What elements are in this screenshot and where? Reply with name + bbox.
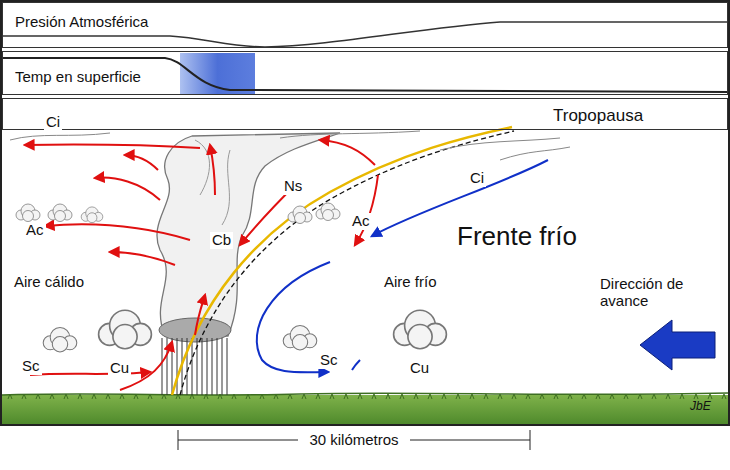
ground <box>2 395 728 424</box>
cloud-label: Cu <box>408 360 431 377</box>
band-title: Tropopausa <box>551 106 645 126</box>
cloud-label: Ns <box>282 178 304 195</box>
cloud-label: Ac <box>350 213 372 230</box>
chart-band: Temp en superficie <box>2 51 728 95</box>
cloud-label: Sc <box>20 358 42 375</box>
band-title: Presión Atmosférica <box>13 13 150 30</box>
small-cloud <box>99 310 152 349</box>
dimension-label: 30 kilómetros <box>307 432 400 449</box>
air-mass-label: Aire frío <box>382 274 439 291</box>
warm-air-arrows <box>25 140 378 390</box>
band-title: Temp en superficie <box>13 68 143 85</box>
small-cloud <box>16 204 40 222</box>
cloud-label: Ac <box>24 222 46 239</box>
direction-label: Dirección de avance <box>598 276 712 309</box>
small-cloud <box>48 204 72 222</box>
cumulonimbus-cloud <box>157 133 340 336</box>
front-surface <box>172 127 512 395</box>
small-cloud <box>43 327 77 352</box>
cloud-label: Cu <box>108 360 131 377</box>
air-mass-label: Aire cálido <box>12 274 86 291</box>
chart-band: Tropopausa <box>2 98 728 130</box>
cold-air-arrows <box>257 160 548 372</box>
advance-arrow <box>640 320 715 370</box>
cloud-label: Cb <box>210 232 233 249</box>
chart-band: Presión Atmosférica <box>2 2 728 48</box>
cirrus-wisps <box>10 131 570 160</box>
small-cloud <box>288 206 312 224</box>
signature: JbE <box>688 400 713 413</box>
small-cloud <box>394 310 447 349</box>
dimension-line <box>178 430 530 450</box>
cloud-label: Ci <box>44 114 62 131</box>
temperature-curve <box>2 58 728 92</box>
cloud-label: Ci <box>468 170 486 187</box>
small-cloud <box>316 203 340 221</box>
small-cloud <box>283 325 317 350</box>
frame <box>1 1 729 425</box>
front-title: Frente frío <box>455 222 579 251</box>
cloud-label: Sc <box>318 352 340 369</box>
grass <box>8 394 726 399</box>
small-cloud <box>81 207 103 223</box>
